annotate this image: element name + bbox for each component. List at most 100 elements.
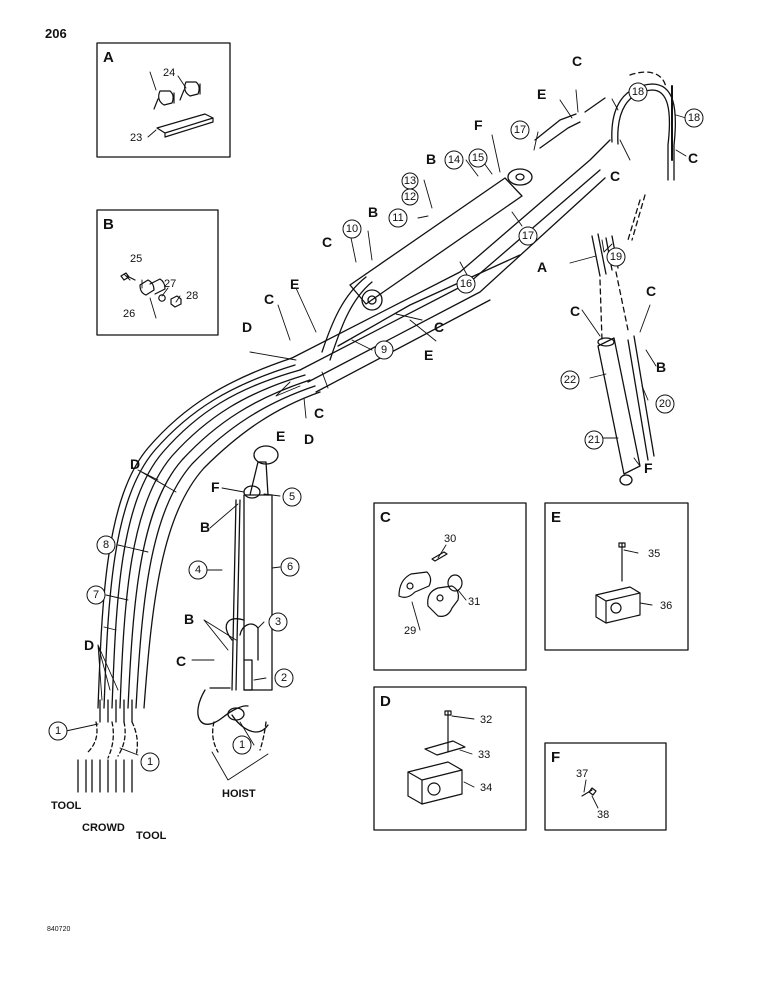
inset-f-part-38: 38 [597, 809, 609, 821]
balloon-20: 20 [659, 398, 671, 410]
callout-c-upper-right: C [610, 168, 620, 184]
callout-c-far-right: C [688, 150, 698, 166]
inset-part-numbers: 24 23 25 26 27 28 30 31 29 35 36 32 33 3… [123, 67, 672, 821]
inset-d-part-34: 34 [480, 782, 492, 794]
callout-c-hoist: C [176, 653, 186, 669]
balloon-14: 14 [448, 154, 460, 166]
lower-fittings [77, 699, 267, 793]
callout-b-hoist-lower: B [184, 611, 194, 627]
inset-c-parts [398, 551, 463, 617]
boom-cylinder [349, 168, 533, 311]
inset-b-part-25: 25 [130, 253, 142, 265]
balloons: 1 1 1 2 3 4 5 6 7 8 9 10 11 14 15 16 17 … [48, 82, 704, 772]
callout-c-lower: C [314, 405, 324, 421]
stacked-part-labels: 13 12 [401, 172, 419, 206]
balloon-9: 9 [381, 344, 387, 356]
page-number: 206 [45, 26, 67, 41]
balloon-22: 22 [564, 374, 576, 386]
inset-letter-e: E [551, 509, 561, 526]
label-crowd: CROWD [82, 822, 125, 834]
inset-letter-f: F [551, 749, 560, 766]
inset-e-part-35: 35 [648, 548, 660, 560]
inset-d-part-32: 32 [480, 714, 492, 726]
callout-c-mid: C [434, 319, 444, 335]
callout-c-left: C [264, 291, 274, 307]
inset-a-clamp-bar [153, 81, 214, 138]
inset-b-part-26: 26 [123, 308, 135, 320]
inset-a-part-24: 24 [163, 67, 175, 79]
callout-b-boom: B [368, 204, 378, 220]
balloon-7: 7 [93, 589, 99, 601]
inset-f-parts [581, 787, 597, 797]
callout-c-cyl-right: C [646, 283, 656, 299]
inset-d-part-33: 33 [478, 749, 490, 761]
callout-letters: A B B B B B C C C C C C C C C C D D D D … [84, 53, 698, 669]
upper-pipe [534, 71, 677, 241]
inset-c-part-29: 29 [404, 625, 416, 637]
balloon-4: 4 [195, 564, 201, 576]
inset-c-part-31: 31 [468, 596, 480, 608]
balloon-18-left: 18 [632, 86, 644, 98]
leader-lines [65, 71, 687, 809]
callout-b-hoist-upper: B [200, 519, 210, 535]
balloon-2: 2 [281, 672, 287, 684]
inset-e-parts [595, 542, 641, 624]
inset-b-box [96, 209, 219, 336]
inset-a-part-23: 23 [130, 132, 142, 144]
callout-a: A [537, 259, 547, 275]
balloon-5: 5 [289, 491, 295, 503]
label-hoist: HOIST [222, 788, 256, 800]
callout-f-top: F [474, 117, 483, 133]
callout-d-lower: D [304, 431, 314, 447]
callout-f-hoist: F [211, 479, 220, 495]
balloon-17-top: 17 [514, 124, 526, 136]
callout-b-upper: B [426, 151, 436, 167]
balloon-19: 19 [610, 251, 622, 263]
inset-letter-b: B [103, 216, 114, 233]
callout-e-mid: E [424, 347, 433, 363]
callout-d-bottom: D [84, 637, 94, 653]
inset-letter-c: C [380, 509, 391, 526]
label-tool-left: TOOL [51, 800, 82, 812]
callout-b-right: B [656, 359, 666, 375]
bottom-labels: TOOL CROWD TOOL HOIST [51, 788, 256, 842]
balloon-18-right: 18 [688, 112, 700, 124]
inset-e-box [544, 502, 689, 651]
balloon-6: 6 [287, 561, 293, 573]
callout-e-upper: E [290, 276, 299, 292]
balloon-21: 21 [588, 434, 600, 446]
callout-d-mid: D [130, 456, 140, 472]
inset-d-parts [407, 710, 466, 805]
balloon-10: 10 [346, 223, 358, 235]
label-tool-right: TOOL [136, 830, 167, 842]
callout-e-top: E [537, 86, 546, 102]
inset-d-box [373, 686, 527, 831]
inset-letter-a: A [103, 49, 114, 66]
inset-letters: A B C E D F [103, 49, 561, 766]
inset-b-part-28: 28 [186, 290, 198, 302]
callout-c-top: C [572, 53, 582, 69]
balloon-11: 11 [392, 212, 403, 224]
callout-d-upper: D [242, 319, 252, 335]
balloon-17-bottom: 17 [522, 230, 534, 242]
inset-a-box [96, 42, 231, 158]
inset-e-part-36: 36 [660, 600, 672, 612]
balloon-8: 8 [103, 539, 109, 551]
boom-hydraulic-lines [291, 139, 611, 393]
callout-c-boom: C [322, 234, 332, 250]
inset-c-part-30: 30 [444, 533, 456, 545]
hoist-cylinder [197, 445, 279, 733]
inset-b-part-27: 27 [164, 278, 176, 290]
balloon-15: 15 [472, 152, 484, 164]
balloon-1-left: 1 [55, 725, 61, 737]
inset-letter-d: D [380, 693, 391, 710]
inset-f-box [544, 742, 667, 831]
inset-f-part-37: 37 [576, 768, 588, 780]
boom-hose-bundle [97, 357, 321, 709]
balloon-3: 3 [275, 616, 281, 628]
callout-f-right: F [644, 460, 653, 476]
balloon-16: 16 [460, 278, 472, 290]
inset-c-box [373, 502, 527, 671]
callout-c-cyl-left: C [570, 303, 580, 319]
